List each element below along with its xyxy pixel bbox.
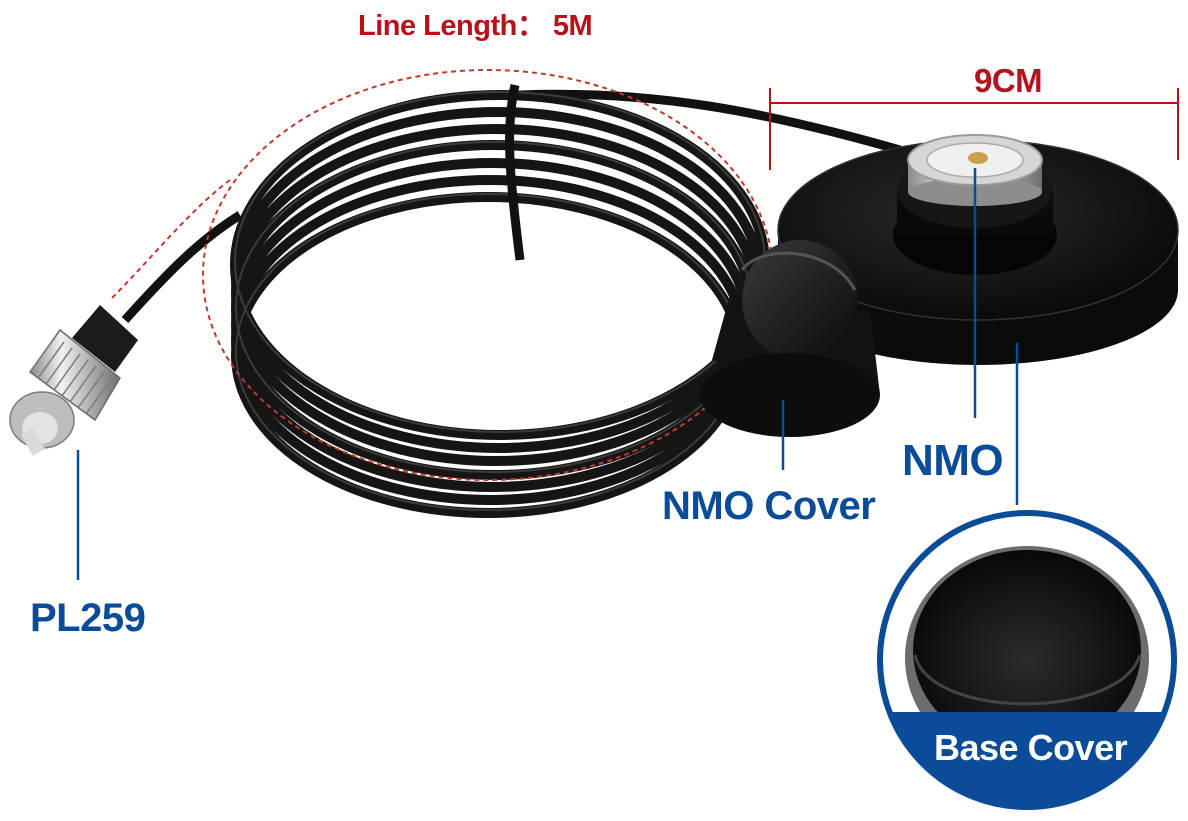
coil-tuck [505,84,525,261]
dimension-line [769,88,1179,170]
line-length-label: Line Length： 5M [358,10,593,42]
callout-lines [76,168,1019,580]
base-cover-inset [877,510,1177,810]
nmo-label: NMO [902,436,1004,485]
width-dimension-label: 9CM [974,62,1043,99]
pl259-connector [9,305,138,456]
cable-to-connector [121,211,243,324]
cable-to-base [519,89,902,155]
pl259-label: PL259 [30,596,146,640]
cable-dashed-outline [109,179,231,301]
nmo-cover-label: NMO Cover [662,484,876,528]
nmo-cover-cap [700,240,880,437]
base-cover-label: Base Cover [934,727,1128,768]
